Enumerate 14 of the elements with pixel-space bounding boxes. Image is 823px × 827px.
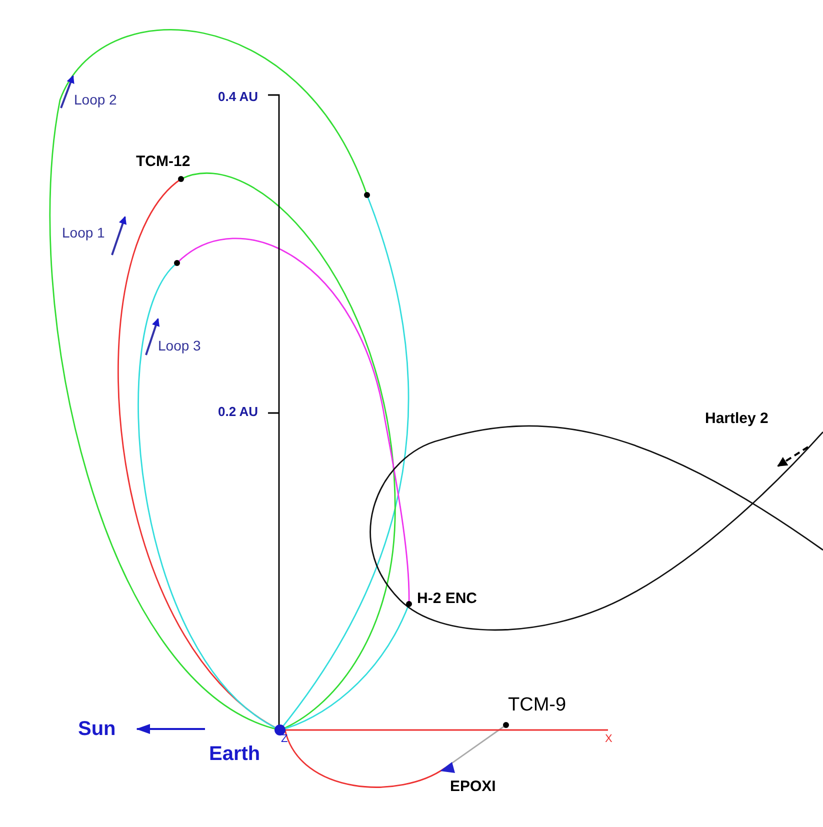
event-label: Hartley 2 <box>705 410 768 428</box>
loop-label: Loop 3 <box>158 338 201 354</box>
event-label: TCM-9 <box>508 696 566 716</box>
axis-label: Z <box>281 732 288 746</box>
axis-label: X <box>605 732 612 746</box>
event-label: TCM-12 <box>136 154 190 170</box>
event-label: EPOXI <box>450 778 496 796</box>
scale-label: 0.4 AU <box>218 90 258 104</box>
scale-label: 0.2 AU <box>218 404 258 420</box>
body-label: Sun <box>78 718 116 740</box>
body-label: Earth <box>209 743 260 765</box>
event-label: H-2 ENC <box>417 590 478 608</box>
loop-label: Loop 2 <box>74 92 117 108</box>
loop-label: Loop 1 <box>62 225 105 241</box>
